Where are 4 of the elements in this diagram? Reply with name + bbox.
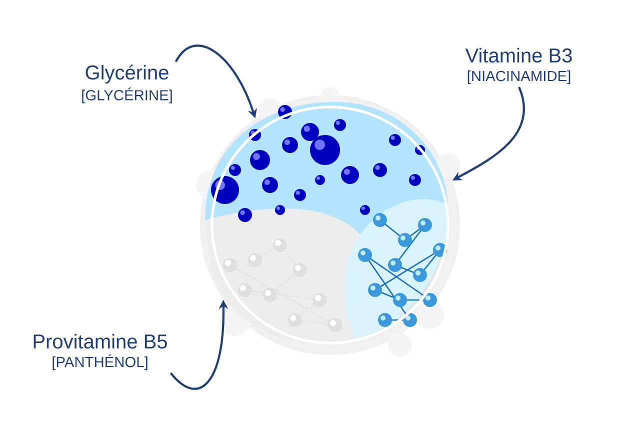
cream-sphere-drawing xyxy=(196,87,460,357)
ingredient-label: Vitamine B3 [NIACINAMIDE] xyxy=(465,48,572,84)
ingredient-label: Provitamine B5 [PANTHÉNOL] xyxy=(34,334,167,370)
ingredient-label: Glycérine [GLYCÉRINE] xyxy=(82,64,172,104)
